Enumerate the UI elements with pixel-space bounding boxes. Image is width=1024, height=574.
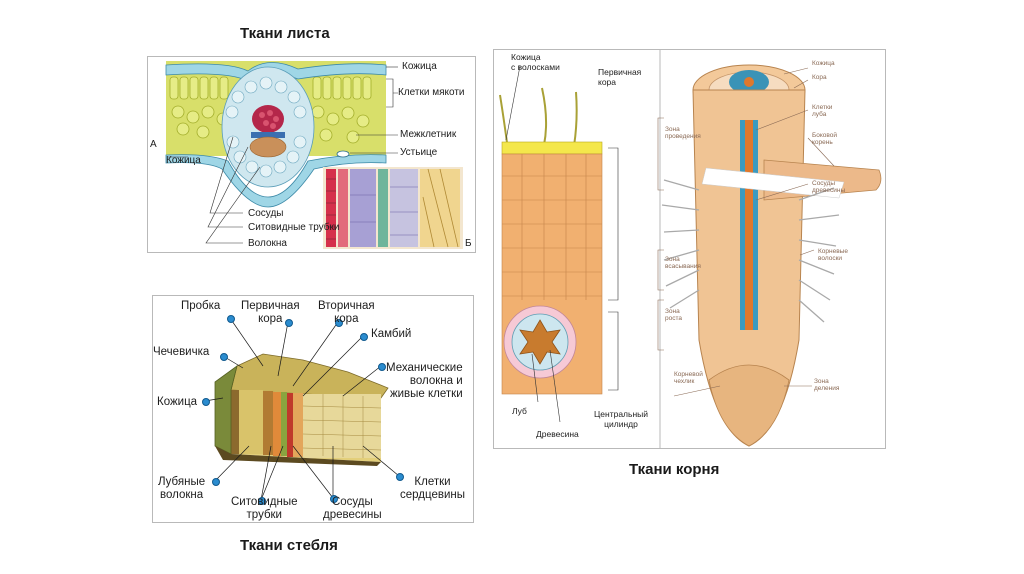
stem-label-mechanical: Механические волокна и живые клетки xyxy=(386,362,463,400)
stem-dot-mechanical xyxy=(378,363,386,371)
stem-label-lenticel: Чечевичка xyxy=(153,346,210,358)
leaf-label-sieve: Ситовидные трубки xyxy=(248,222,340,233)
root-label-primary-cortex: Первичная кора xyxy=(598,67,642,87)
leaf-title: Ткани листа xyxy=(240,25,330,42)
stem-label-secondary-cortex: Вторичная кора xyxy=(318,300,375,325)
stem-dot-skin xyxy=(202,398,210,406)
leaf-panel: Кожица Клетки мякоти Межклетник Устьице … xyxy=(147,56,476,253)
stem-panel: Пробка Первичная кора Вторичная кора Кам… xyxy=(152,295,474,523)
stem-label-wood-vessels: Сосуды древесины xyxy=(323,496,382,521)
root-r-phloem-cells: Клетки луба xyxy=(812,104,833,118)
leaf-label-skin-left: Кожица xyxy=(166,155,201,166)
root-r-skin: Кожица xyxy=(812,60,835,67)
root-label-skin-hairs: Кожица с волосками xyxy=(511,52,560,72)
leaf-label-stoma: Устьице xyxy=(400,147,438,158)
stem-dot-cambium xyxy=(360,333,368,341)
root-label-xylem: Древесина xyxy=(536,429,579,439)
root-panel: Кожица с волосками Первичная кора Луб Др… xyxy=(493,49,886,449)
stem-label-cambium: Камбий xyxy=(371,328,412,340)
root-r-division: Зона деления xyxy=(814,378,840,392)
stem-dot-vessels xyxy=(330,495,338,503)
stem-label-skin: Кожица xyxy=(157,396,198,408)
stem-dot-lenticel xyxy=(220,353,228,361)
stem-dot-secondary xyxy=(335,319,343,327)
stem-label-sieve-tubes: Ситовидные трубки xyxy=(231,496,298,521)
stem-label-pith-cells: Клетки сердцевины xyxy=(400,476,465,501)
stem-dot-cork xyxy=(227,315,235,323)
root-r-root-hairs: Корневые волоски xyxy=(818,248,848,262)
stem-dot-pith xyxy=(396,473,404,481)
leaf-label-skin-top: Кожица xyxy=(402,61,437,72)
stem-dot-primary xyxy=(285,319,293,327)
leaf-letter-b: Б xyxy=(465,238,472,249)
root-illustration xyxy=(499,50,882,448)
root-r-cortex: Кора xyxy=(812,74,827,81)
root-r-growth: Зона роста xyxy=(665,308,682,322)
leaf-label-mesophyll: Клетки мякоти xyxy=(398,87,465,98)
leaf-label-vessels: Сосуды xyxy=(248,208,284,219)
leaf-label-intercellular: Межклетник xyxy=(400,129,457,140)
leaf-illustration xyxy=(165,61,463,249)
stem-label-bast-fibers: Лубяные волокна xyxy=(158,476,206,501)
root-r-root-cap: Корневой чехлик xyxy=(674,371,703,385)
stem-illustration xyxy=(204,317,400,501)
root-r-lateral-root: Боковой корень xyxy=(812,132,838,146)
leaf-letter-a: А xyxy=(150,139,157,150)
root-r-wood-vessels: Сосуды древесины xyxy=(812,180,846,194)
root-label-phloem: Луб xyxy=(512,406,527,416)
root-r-absorption: Зона всасывания xyxy=(665,256,701,270)
root-r-conduction: Зона проведения xyxy=(665,126,701,140)
leaf-label-fibers: Волокна xyxy=(248,238,287,249)
stem-label-primary-cortex: Первичная кора xyxy=(241,300,300,325)
root-label-central-cylinder: Центральный цилиндр xyxy=(594,409,648,429)
stem-title: Ткани стебля xyxy=(240,537,338,554)
stem-dot-sieve xyxy=(258,497,266,505)
root-title: Ткани корня xyxy=(629,461,720,478)
stem-label-cork: Пробка xyxy=(181,300,221,312)
stem-dot-bast xyxy=(212,478,220,486)
